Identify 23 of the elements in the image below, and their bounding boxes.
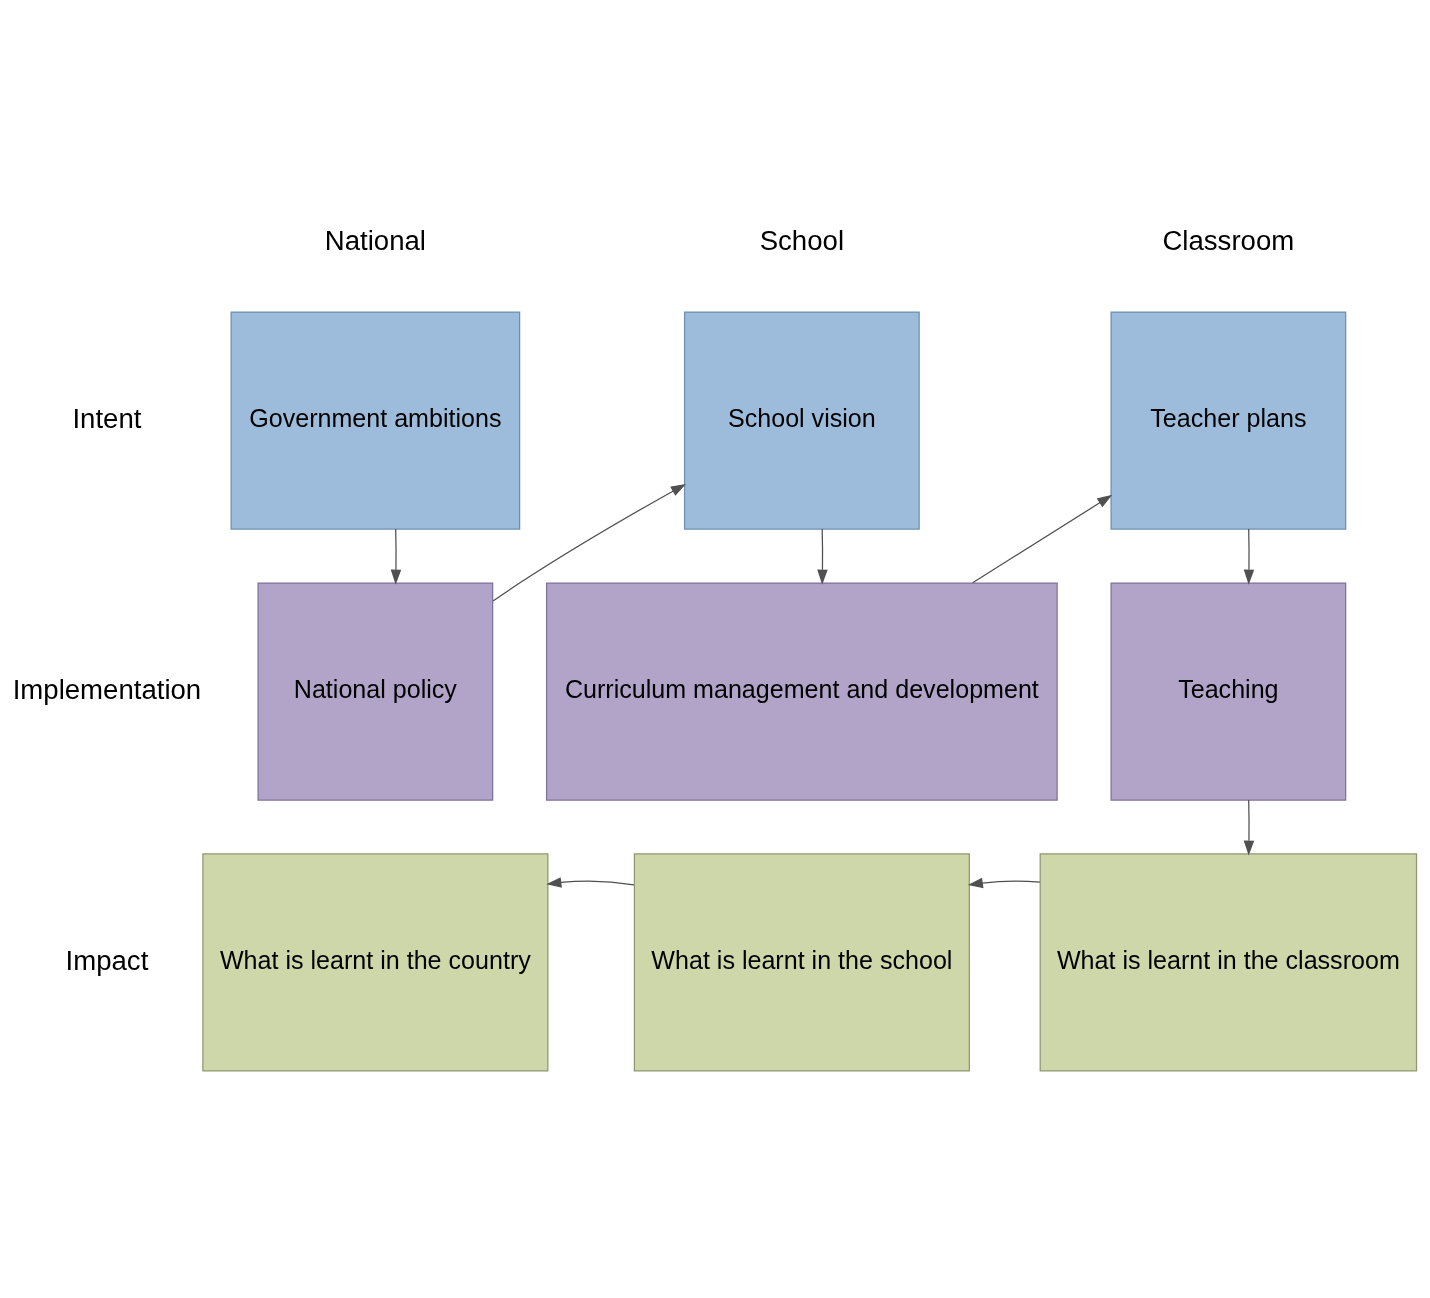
label: School [759, 224, 845, 256]
arrow [972, 494, 1113, 583]
label: Impact [65, 944, 149, 975]
node-box: What is learnt in the classroom [1039, 852, 1418, 1072]
arrow [1243, 527, 1255, 585]
label: Intent [72, 402, 142, 434]
node-box: School vision [683, 310, 920, 530]
node-box: Teacher plans [1110, 310, 1347, 530]
arrow [1243, 798, 1255, 856]
node-box: Government ambitions [230, 310, 521, 530]
node-box: What is learnt in the school [633, 852, 970, 1072]
label: National [324, 224, 426, 256]
arrow [492, 483, 686, 602]
arrow [967, 877, 1041, 888]
arrow [817, 527, 828, 585]
node-box: National policy [257, 581, 494, 801]
arrow [546, 876, 635, 888]
node-box: Curriculum management and development [545, 581, 1058, 801]
node-box: Teaching [1110, 581, 1347, 801]
node-box: What is learnt in the country [202, 852, 549, 1072]
arrow [390, 527, 402, 585]
label: Implementation [12, 673, 202, 705]
label: Classroom [1162, 224, 1295, 256]
